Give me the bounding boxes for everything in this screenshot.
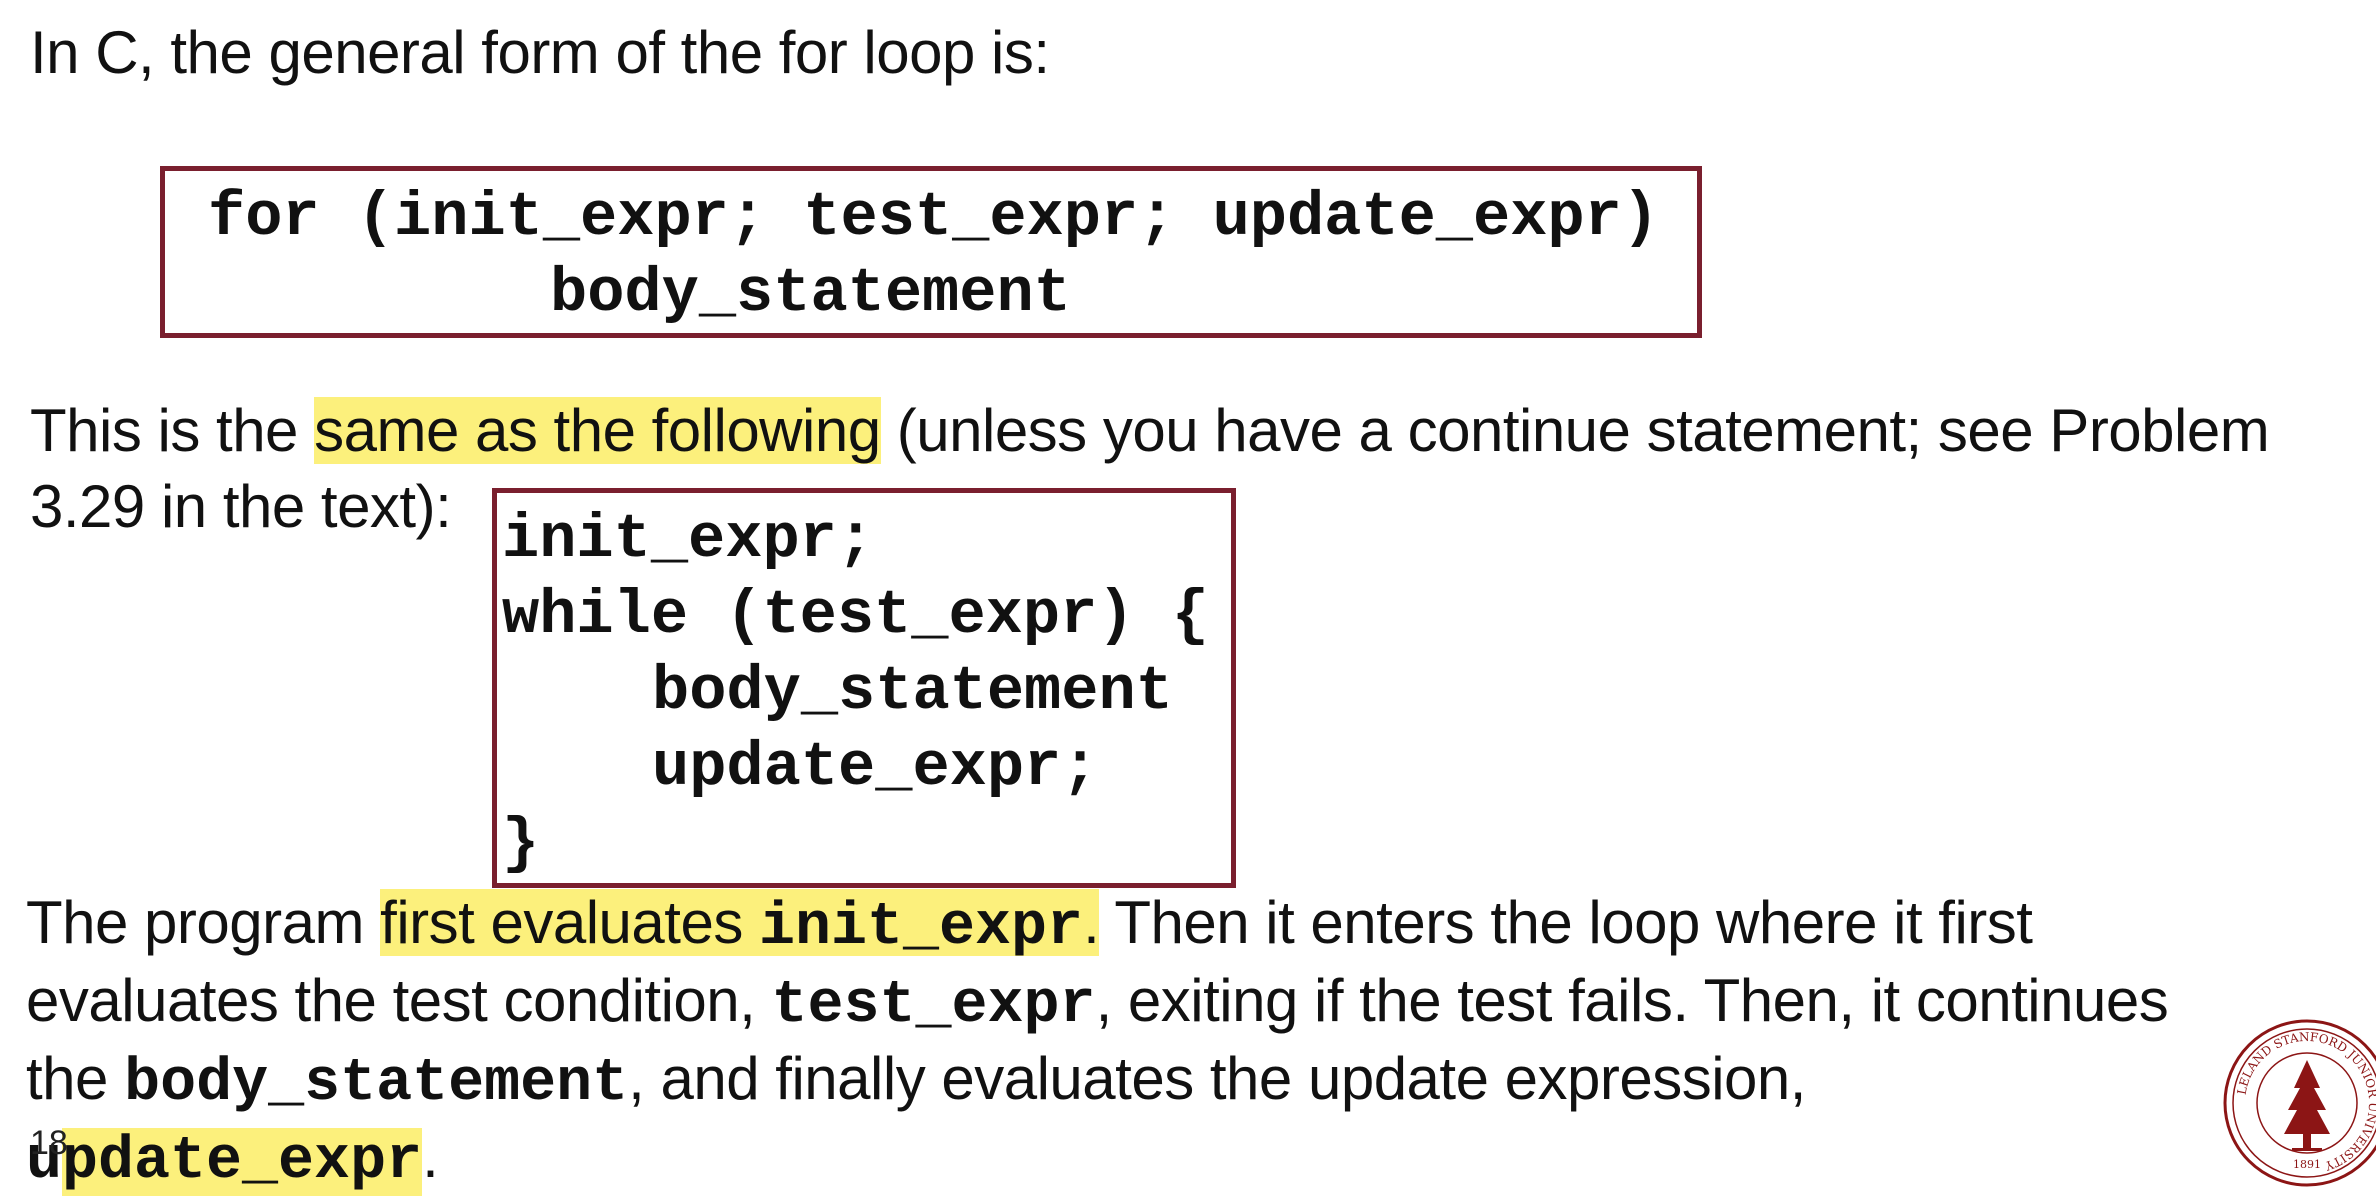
para3-l2-b: , exiting if the test fails. Then, it co…: [1095, 967, 2169, 1034]
while-code-line-1: init_expr;: [502, 504, 875, 575]
while-loop-code-box: [492, 488, 1236, 888]
para3-l4-end: .: [422, 1123, 439, 1190]
para3-l1-hl-text: first evaluates: [380, 889, 759, 956]
para3-l1-a: The program: [26, 889, 381, 956]
slide-number: 18: [30, 1124, 68, 1162]
intro-text: In C, the general form of the for loop i…: [30, 19, 1050, 86]
para3-l2-code: test_expr: [771, 972, 1096, 1040]
for-code-line-2: body_statement: [550, 258, 1071, 329]
para2-after: (unless you have a continue statement; s…: [880, 397, 2270, 464]
while-code-line-3: body_statement: [652, 656, 1173, 727]
para3-line-3: the body_statement, and finally evaluate…: [26, 1040, 1806, 1123]
para3-l4-code-first: u: [26, 1128, 63, 1196]
para2-line-2: 3.29 in the text):: [30, 473, 452, 540]
para2-highlight: same as the following: [314, 397, 881, 464]
for-loop-code-box: [160, 166, 1702, 338]
para2-line-1: This is the same as the following (unles…: [30, 392, 2270, 470]
para3-l1-b: Then it enters the loop where it first: [1099, 889, 2033, 956]
para3-l3-a: the: [26, 1045, 125, 1112]
stanford-seal-icon: LELAND STANFORD JUNIOR UNIVERSITY 1891: [2223, 1019, 2376, 1187]
para3-l1-code: init_expr: [759, 894, 1084, 962]
para3-l2-a: evaluates the test condition,: [26, 967, 772, 1034]
para3-line-2: evaluates the test condition, test_expr,…: [26, 962, 2169, 1045]
seal-year: 1891: [2293, 1158, 2321, 1171]
para3-l1-highlight: first evaluates init_expr.: [380, 889, 1100, 962]
para3-l1-hl-end: .: [1083, 889, 1100, 956]
while-code-line-5: }: [502, 808, 540, 879]
para3-line-1: The program first evaluates init_expr. T…: [26, 884, 2033, 967]
para2-before: This is the: [30, 397, 315, 464]
while-code-line-2: while (test_expr) {: [502, 580, 1209, 651]
para3-line-4: update_expr.: [26, 1118, 439, 1201]
while-code-line-4: update_expr;: [652, 732, 1099, 803]
for-code-line-1: for (init_expr; test_expr; update_expr): [208, 182, 1660, 253]
para3-l3-b: , and finally evaluates the update expre…: [628, 1045, 1806, 1112]
para3-l4-code: pdate_expr: [62, 1128, 423, 1196]
para3-l3-code: body_statement: [124, 1050, 629, 1118]
